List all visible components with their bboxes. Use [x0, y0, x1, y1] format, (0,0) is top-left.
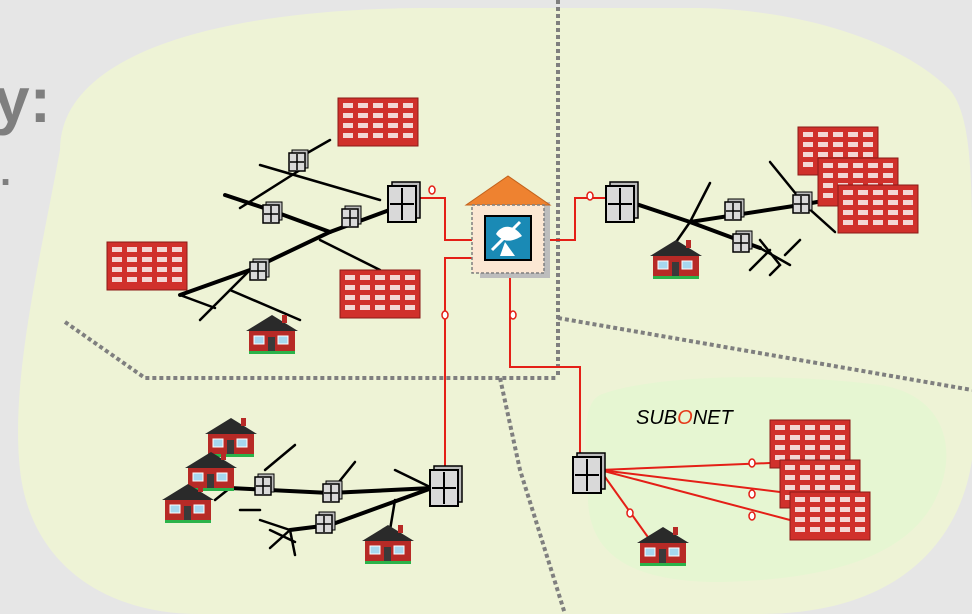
fiber-node-icon [387, 181, 421, 223]
subnet-label-suffix: NET [692, 407, 733, 429]
amplifier-icon [792, 191, 813, 214]
amplifier-icon [262, 201, 283, 224]
apartment-building-icon [789, 491, 871, 541]
amplifier-icon [288, 149, 309, 172]
coax-cables [178, 138, 842, 557]
amplifier-icon [254, 473, 275, 496]
headend-hub-icon [464, 175, 552, 278]
amplifier-icon [732, 230, 753, 253]
fiber-links [418, 197, 791, 541]
apartment-building-icon [106, 241, 188, 291]
amplifier-icon [724, 198, 745, 221]
title-fragment: y: [0, 64, 51, 136]
amplifier-icon [341, 205, 362, 228]
fiber-node-icon [572, 452, 606, 494]
title-fragment-2: . [0, 150, 12, 194]
subnet-label: SUBONET [636, 407, 733, 430]
apartment-building-icon [337, 97, 419, 147]
subnet-label-highlight: O [677, 407, 693, 429]
apartment-building-icon [837, 184, 919, 234]
link-markers [428, 185, 756, 521]
fiber-node-icon [429, 465, 463, 507]
amplifier-icon [315, 511, 336, 534]
amplifier-icon [249, 258, 270, 281]
satellite-dish-icon [484, 215, 532, 261]
fiber-node-icon [605, 181, 639, 223]
subnet-label-prefix: SUB [636, 407, 678, 429]
area-dividers [63, 0, 972, 614]
amplifier-icon [322, 480, 343, 503]
apartment-building-icon [339, 269, 421, 319]
